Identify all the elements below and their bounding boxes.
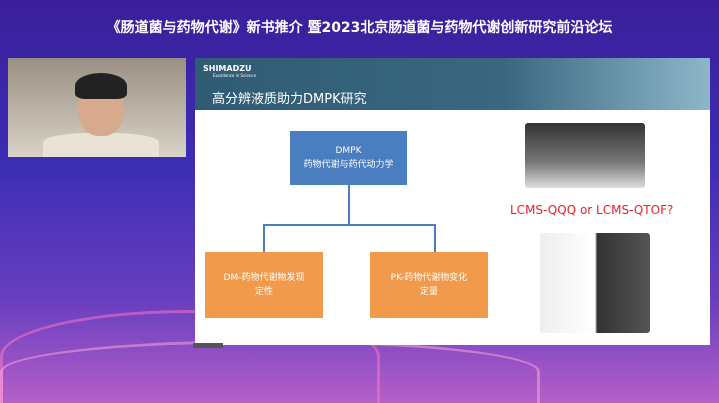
instrument-question: LCMS-QQQ or LCMS-QTOF? bbox=[510, 203, 674, 217]
decor-wave bbox=[0, 340, 540, 403]
slide-title: 高分辨液质助力DMPK研究 bbox=[212, 92, 367, 107]
lcms-qtof-image bbox=[540, 233, 650, 333]
event-title: 《肠道菌与药物代谢》新书推介 暨2023北京肠道菌与药物代谢创新研究前沿论坛 bbox=[106, 20, 613, 36]
lcms-qqq-image bbox=[525, 123, 645, 188]
speaker-tag bbox=[193, 343, 223, 348]
pk-box: PK-药物代谢物变化定量 bbox=[370, 252, 488, 318]
webcam-feed bbox=[8, 58, 186, 157]
dm-box: DM-药物代谢物发现定性 bbox=[205, 252, 323, 318]
